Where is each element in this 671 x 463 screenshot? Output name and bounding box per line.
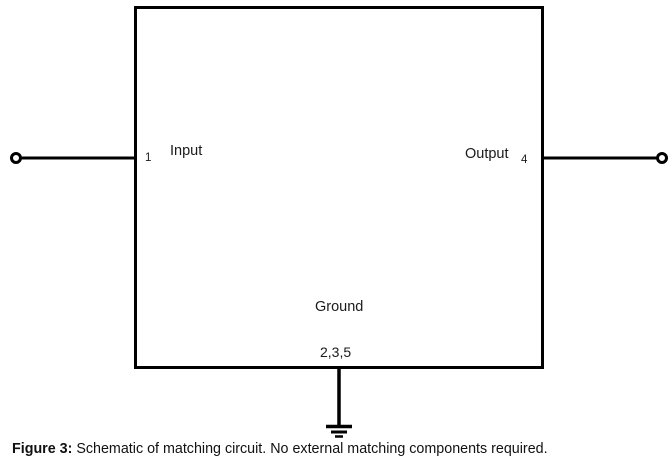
matching-circuit-block: [134, 6, 544, 369]
output-pin-number: 4: [521, 154, 528, 166]
figure-caption: Figure 3: Schematic of matching circuit.…: [12, 441, 662, 459]
figure-caption-label: Figure 3:: [12, 441, 73, 457]
output-terminal-circle: [656, 152, 668, 164]
ground-pin-numbers: 2,3,5: [320, 344, 352, 360]
figure-caption-text: Schematic of matching circuit. No extern…: [72, 441, 548, 457]
input-terminal-circle: [10, 152, 22, 164]
input-pin-number: 1: [145, 152, 152, 164]
output-port-label: Output: [465, 146, 509, 162]
ground-port-label: Ground: [315, 299, 364, 315]
input-port-label: Input: [170, 143, 203, 159]
